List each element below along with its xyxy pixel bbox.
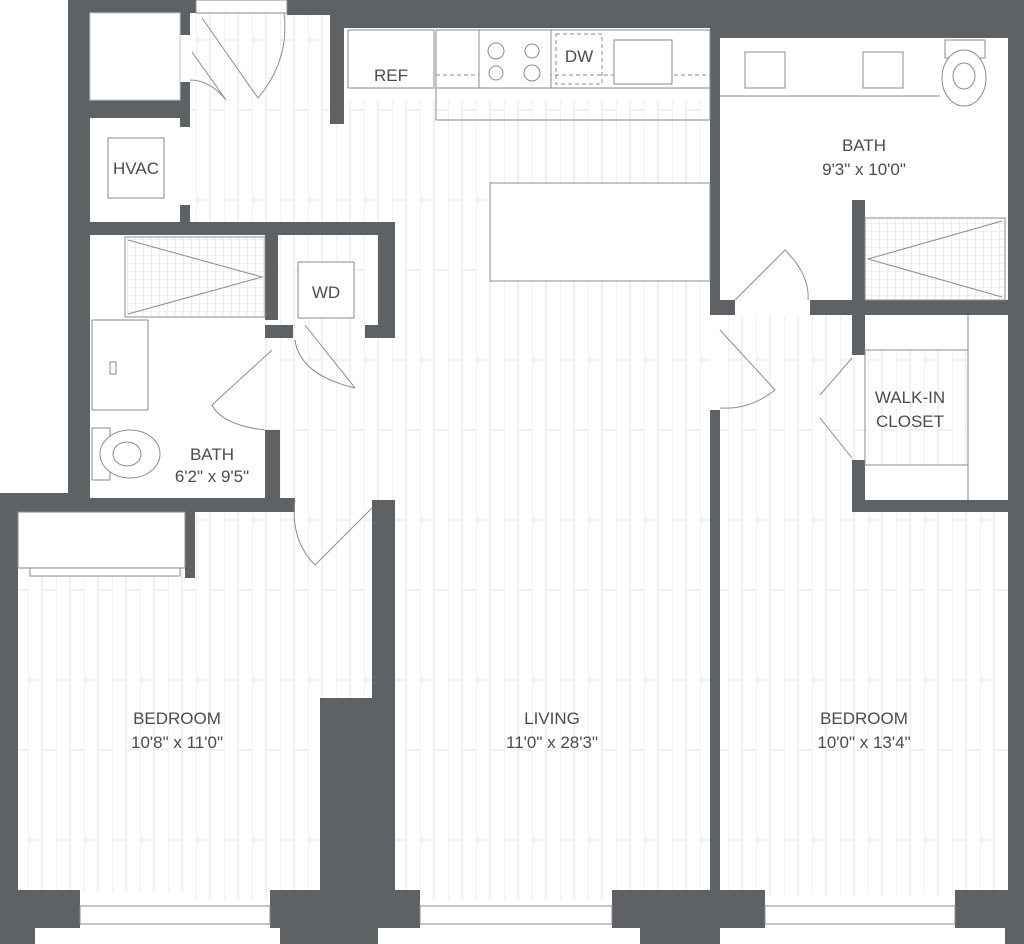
wd-label: WD (312, 283, 340, 302)
shower-small (124, 236, 266, 318)
vanity-sink-2 (862, 51, 904, 89)
bedroom-right-name: BEDROOM (820, 709, 908, 728)
hvac-unit (107, 137, 165, 199)
bedroom-left-size: 10'8" x 11'0" (131, 733, 223, 752)
kitchen-sink (613, 39, 673, 85)
walk-in-closet-line2: CLOSET (876, 412, 944, 431)
closet-bifold-door[interactable] (819, 357, 853, 459)
toilet-main (941, 49, 987, 107)
bedroom-closet (17, 511, 186, 569)
living-size: 11'0" x 28'3" (506, 733, 598, 752)
toilet-small (99, 429, 161, 479)
wd-door[interactable] (294, 324, 356, 389)
bedroom-right-door[interactable] (719, 329, 776, 409)
ref-label: REF (374, 66, 408, 85)
vanity-sink-1 (744, 51, 786, 89)
entry-door[interactable] (189, 12, 286, 101)
hvac-label: HVAC (113, 159, 159, 178)
bath-main-door[interactable] (734, 249, 809, 301)
coat-closet (89, 12, 181, 101)
bedroom-left-name: BEDROOM (133, 709, 221, 728)
dishwasher (555, 33, 603, 85)
walk-in-closet-line1: WALK-IN (875, 388, 945, 407)
windows (35, 905, 1005, 944)
kitchen-island (489, 182, 711, 282)
bath-main-name: BATH (842, 136, 886, 155)
bath-small-door[interactable] (211, 349, 273, 431)
vanity-small (91, 319, 149, 411)
bedroom-right-size: 10'0" x 13'4" (817, 733, 910, 752)
bath-small-name: BATH (190, 445, 234, 464)
shower-main (864, 217, 1006, 301)
refrigerator (347, 29, 435, 89)
washer-dryer (297, 261, 355, 319)
entry-door-opening (195, 0, 288, 14)
living-name: LIVING (524, 709, 580, 728)
bedroom-left-door[interactable] (293, 499, 373, 566)
cooktop (478, 29, 552, 89)
dw-label: DW (565, 47, 593, 66)
bath-small-size: 6'2" x 9'5" (175, 467, 249, 486)
bath-main-size: 9'3" x 10'0" (822, 160, 906, 179)
